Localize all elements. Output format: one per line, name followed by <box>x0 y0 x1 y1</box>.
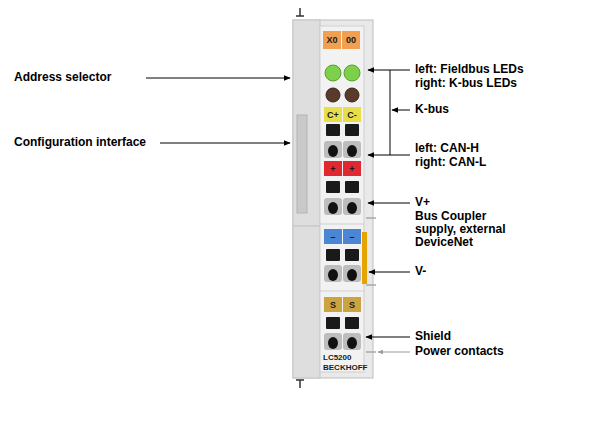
wire-hole <box>328 337 338 349</box>
power-contact <box>366 284 376 286</box>
housing-left-part <box>293 20 320 378</box>
callout-label: K-bus <box>415 103 449 116</box>
terminal-label: – <box>324 229 342 244</box>
power-contact-strip <box>362 232 367 284</box>
terminal-label: + <box>343 161 361 176</box>
wire-hole <box>328 145 338 157</box>
terminal-marking: + <box>349 164 354 174</box>
address-switch-label: X0 <box>323 31 341 49</box>
callout-label: Shield <box>415 330 451 343</box>
power-contact <box>366 351 376 353</box>
spring-opening <box>326 249 340 261</box>
terminal-label: C- <box>343 107 361 122</box>
spring-opening <box>326 317 340 329</box>
terminal-marking: S <box>330 300 336 310</box>
wire-entry <box>324 333 342 350</box>
terminal-label: S <box>324 297 342 312</box>
terminal-marking: C- <box>347 110 357 120</box>
wire-entry <box>343 265 361 282</box>
callout-label: right: CAN-L <box>415 156 486 169</box>
terminal-marking: – <box>330 232 335 242</box>
housing <box>293 20 373 378</box>
leds <box>325 65 360 102</box>
leader-line <box>368 70 410 71</box>
wire-entry <box>324 198 342 215</box>
spring-opening <box>326 181 340 193</box>
wire-hole <box>328 269 338 281</box>
callout-label: Bus Coupler supply, external DeviceNet <box>415 210 519 249</box>
terminal-column <box>320 26 364 372</box>
wire-entry <box>343 333 361 350</box>
terminal-divider <box>320 291 364 292</box>
bracket-line <box>390 70 391 155</box>
callout-label: right: K-bus LEDs <box>415 77 517 90</box>
wire-hole <box>347 202 357 214</box>
leader-line <box>366 337 410 338</box>
wire-hole <box>347 269 357 281</box>
callout-label: Power contacts <box>415 345 504 358</box>
housing: LC5200BECKHOFF X0 00C+ C- + + – – S S <box>293 20 373 378</box>
leader-line <box>160 143 290 144</box>
wire-entry <box>343 141 361 158</box>
callout-label: left: Fieldbus LEDs <box>415 63 524 76</box>
wire-hole <box>347 337 357 349</box>
callout-label: Address selector <box>14 71 111 84</box>
leader-line <box>369 272 410 273</box>
wire-entries <box>324 141 361 350</box>
spring-opening <box>345 317 359 329</box>
wire-entry <box>324 265 342 282</box>
terminal-divider <box>320 224 364 225</box>
leader-line <box>368 203 410 204</box>
spring-opening <box>326 124 340 136</box>
callout-label: Configuration interface <box>14 136 146 149</box>
terminal-marking: + <box>330 164 335 174</box>
terminal-label: S <box>343 297 361 312</box>
leader-line <box>378 352 410 353</box>
terminal-marking: C+ <box>327 110 339 120</box>
callout-label: left: CAN-H <box>415 142 479 155</box>
leader-line <box>392 110 410 111</box>
leader-line <box>368 155 410 156</box>
address-switch-label: 00 <box>342 31 360 49</box>
callout-label: V- <box>415 265 426 278</box>
model-text: BECKHOFF <box>323 363 367 372</box>
kbus-led <box>344 65 360 81</box>
terminal-label: + <box>324 161 342 176</box>
terminal-label: – <box>343 229 361 244</box>
housing-seam <box>293 226 320 227</box>
leader-line <box>146 78 290 79</box>
spring-opening <box>345 124 359 136</box>
configuration-interface <box>297 115 307 213</box>
wire-entry <box>343 198 361 215</box>
wire-entry <box>324 141 342 158</box>
terminal-marking: X0 <box>326 35 337 45</box>
housing-body <box>293 20 373 378</box>
power-contact <box>366 217 376 219</box>
terminal-marking: 00 <box>346 35 356 45</box>
spring-opening <box>345 181 359 193</box>
wire-hole <box>347 145 357 157</box>
terminal-label: C+ <box>324 107 342 122</box>
callout-label: V+ <box>415 196 430 209</box>
model-text: LC5200 <box>323 353 351 362</box>
led-dark <box>345 88 359 102</box>
wire-hole <box>328 202 338 214</box>
terminal-marking: S <box>349 300 355 310</box>
led-dark <box>326 88 340 102</box>
terminal-marking: – <box>349 232 354 242</box>
fieldbus-led <box>325 65 341 81</box>
power-contact-ticks <box>366 218 376 352</box>
leader-lines <box>146 70 410 337</box>
spring-opening <box>345 249 359 261</box>
